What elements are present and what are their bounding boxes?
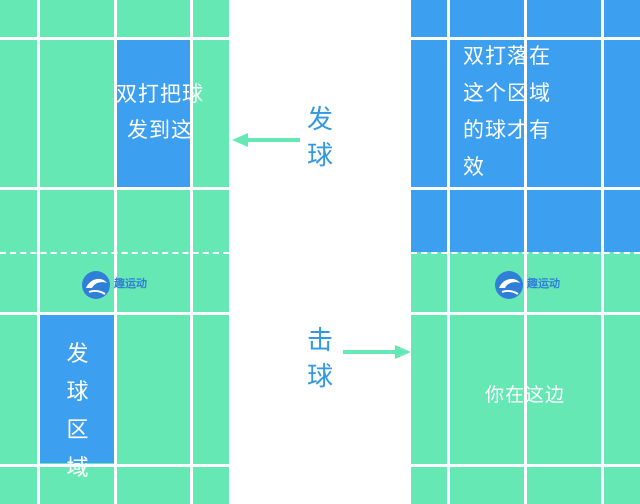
hit-label: 击 球 bbox=[306, 326, 333, 392]
logo-text: 趣运动 bbox=[114, 277, 147, 290]
arrow-right-icon bbox=[343, 345, 411, 359]
court-line bbox=[0, 187, 229, 190]
court-line bbox=[411, 187, 640, 190]
valid-zone-text: 双打落在 这个区域 的球才有 效 bbox=[463, 44, 551, 179]
dolphin-logo-icon bbox=[495, 271, 523, 299]
you-text: 你在这边 bbox=[484, 384, 565, 406]
brand-logo: 趣运动 bbox=[493, 268, 573, 304]
serve-zone bbox=[38, 315, 115, 463]
net-line bbox=[0, 252, 229, 254]
court-line bbox=[0, 312, 229, 315]
court-line bbox=[0, 464, 229, 467]
arrow-left-icon bbox=[232, 133, 300, 147]
serve-target-zone bbox=[115, 39, 192, 188]
logo-text: 趣运动 bbox=[527, 277, 560, 290]
court-line bbox=[411, 312, 640, 315]
court-line bbox=[0, 37, 229, 40]
serve-zone-text: 发 球 区 域 bbox=[66, 342, 90, 481]
serve-target-text: 双打把球 发到这 bbox=[116, 82, 204, 142]
court-line bbox=[411, 37, 640, 40]
serve-label: 发 球 bbox=[306, 105, 333, 171]
brand-logo: 趣运动 bbox=[80, 268, 160, 304]
net-line bbox=[411, 252, 640, 254]
court-line bbox=[411, 464, 640, 467]
dolphin-logo-icon bbox=[82, 271, 110, 299]
right-court: 双打落在 这个区域 的球才有 效 你在这边 趣运动 bbox=[411, 0, 640, 504]
left-court: 双打把球 发到这 发 球 区 域 趣运动 bbox=[0, 0, 229, 504]
